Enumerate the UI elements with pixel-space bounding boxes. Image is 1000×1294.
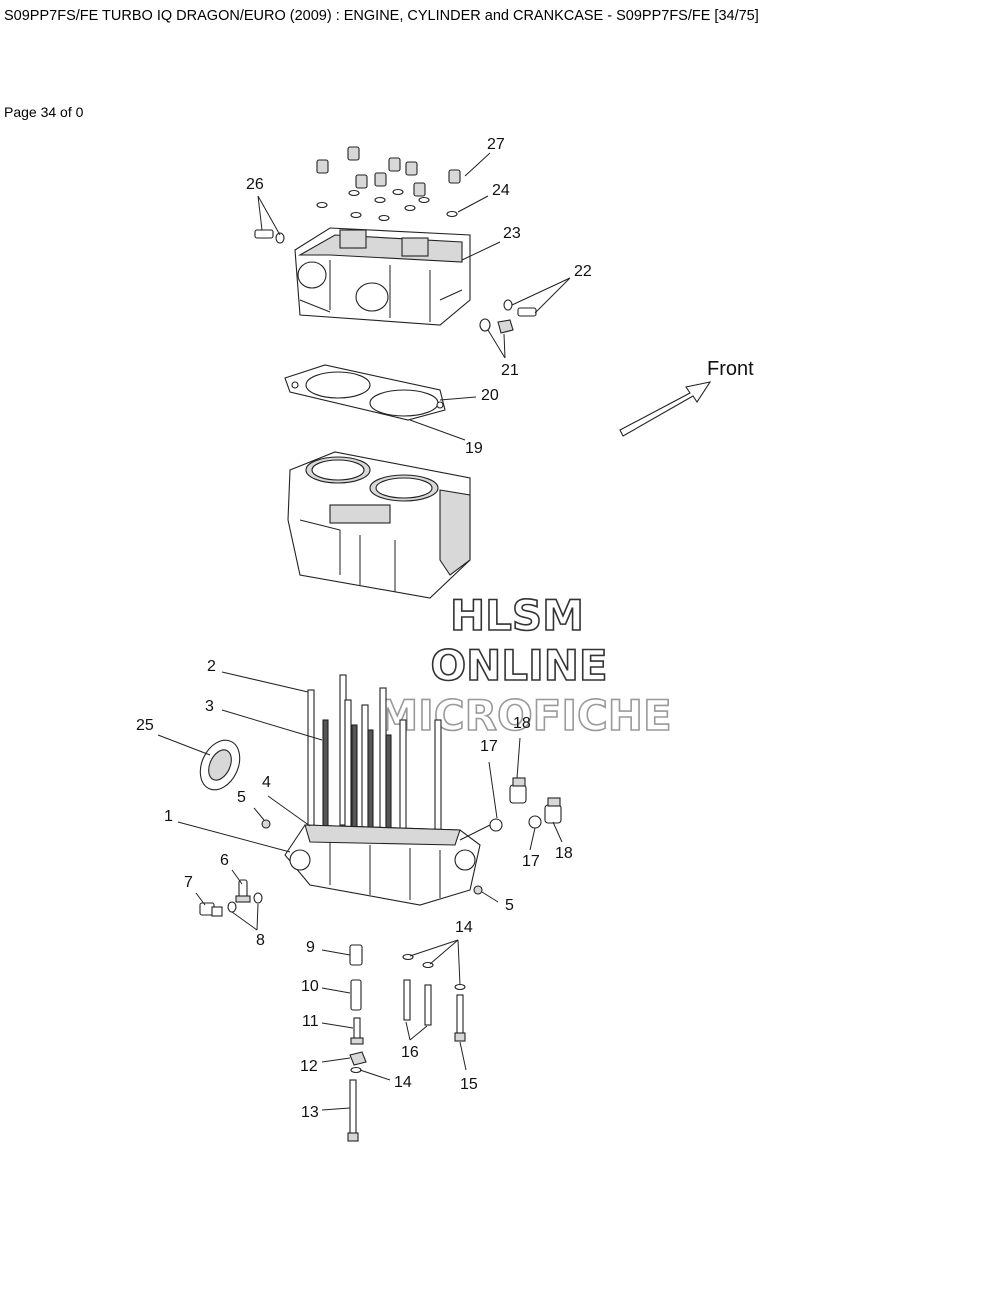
callout-17b: 17 (522, 853, 540, 870)
callout-8: 8 (256, 932, 265, 949)
callout-10: 10 (301, 978, 319, 995)
callout-6: 6 (220, 852, 229, 869)
bolt-6 (235, 879, 251, 903)
callout-3: 3 (205, 698, 214, 715)
washer-14b (350, 1066, 362, 1074)
fitting-22 (503, 299, 537, 317)
crankcase (284, 824, 481, 906)
callout-5b: 5 (505, 897, 514, 914)
front-arrow (619, 381, 712, 437)
callout-5a: 5 (237, 789, 246, 806)
fitting-18b (544, 797, 562, 824)
plug-5a (261, 819, 271, 829)
callout-27: 27 (487, 136, 505, 153)
callout-12: 12 (300, 1058, 318, 1075)
washer-8b (253, 892, 263, 904)
callout-23: 23 (503, 225, 521, 242)
washer-14-3 (454, 983, 466, 991)
cylinder-head (294, 227, 471, 326)
bolt-13 (347, 1079, 359, 1142)
dowel-9 (349, 944, 363, 966)
callout-9: 9 (306, 939, 315, 956)
bolt-15 (454, 994, 466, 1042)
washers-24 (316, 188, 458, 222)
watermark-line-1: HLSM (450, 591, 584, 640)
callout-14a: 14 (455, 919, 473, 936)
callout-26: 26 (246, 176, 264, 193)
callout-19: 19 (465, 440, 483, 457)
callout-15: 15 (460, 1076, 478, 1093)
fitting-21 (479, 318, 514, 334)
seal-25 (199, 739, 241, 791)
front-label: Front (707, 358, 754, 380)
bolt-11 (350, 1017, 364, 1045)
crankcase-studs (307, 674, 442, 846)
washer-8a (227, 901, 237, 913)
callout-22: 22 (574, 263, 592, 280)
callout-14b: 14 (394, 1074, 412, 1091)
head-gasket (284, 364, 446, 421)
watermark-line-2: ONLINE (430, 641, 607, 690)
callout-4: 4 (262, 774, 271, 791)
callout-2: 2 (207, 658, 216, 675)
page-counter: Page 34 of 0 (4, 104, 84, 120)
sleeve-10 (350, 979, 362, 1011)
callout-18b: 18 (555, 845, 573, 862)
callout-1: 1 (164, 808, 173, 825)
cylinder-block (287, 451, 471, 599)
valve-caps (316, 146, 461, 197)
plug-7 (199, 902, 223, 917)
bracket-12 (349, 1051, 367, 1066)
fitting-26 (254, 229, 285, 244)
callout-25: 25 (136, 717, 154, 734)
watermark-line-3: MICROFICHE (376, 691, 671, 740)
callout-7: 7 (184, 874, 193, 891)
callout-20: 20 (481, 387, 499, 404)
fitting-18a (509, 777, 527, 804)
oring-17b (528, 815, 542, 829)
leader-lines (157, 152, 571, 1111)
callout-11: 11 (302, 1013, 319, 1030)
callout-21: 21 (501, 362, 519, 379)
bolts-16 (403, 979, 432, 1026)
oring-17a (489, 818, 503, 832)
plug-5b (473, 885, 483, 895)
callout-17a: 17 (480, 738, 498, 755)
callout-24: 24 (492, 182, 510, 199)
callout-13: 13 (301, 1104, 319, 1121)
page-title: S09PP7FS/FE TURBO IQ DRAGON/EURO (2009) … (4, 8, 759, 24)
callout-18a: 18 (513, 715, 531, 732)
callout-16: 16 (401, 1044, 419, 1061)
callouts: 27 26 24 23 22 21 20 19 2 3 25 18 17 4 5… (136, 136, 592, 1121)
